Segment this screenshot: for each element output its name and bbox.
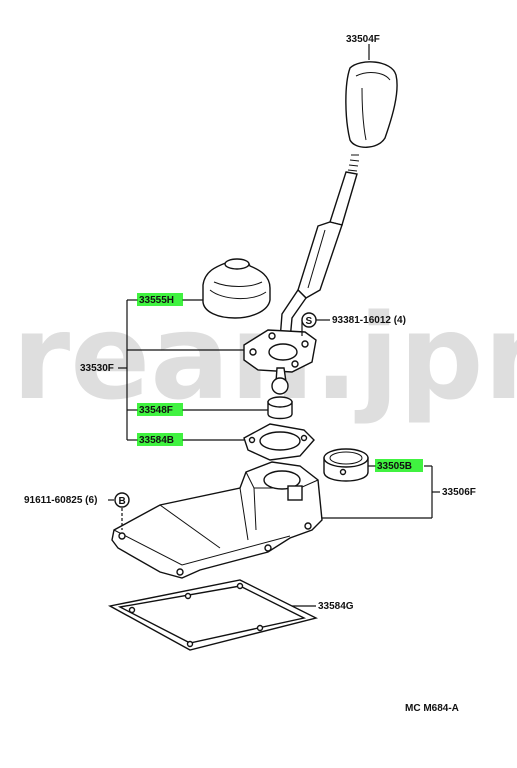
shift-knob [345,61,398,148]
leader-lines [108,299,440,607]
highlight-seat [137,403,183,416]
s-mark: S [306,316,313,327]
label-retainer: 33506F [442,487,476,498]
b-symbol: B [114,492,130,508]
highlight-gasket-upper [137,433,183,446]
shift-boot [202,258,271,319]
lower-gasket [107,579,318,651]
shift-lever [279,154,360,341]
label-knob: 33504F [346,34,380,45]
s-symbol: S [301,312,317,328]
bushing [323,448,369,482]
highlight-boot [137,293,183,306]
lever-ball [271,367,289,395]
upper-gasket [243,423,315,461]
label-bushing: 33505B [377,461,412,472]
label-gasket-upper: 33584B [139,435,174,446]
label-lever-assy: 33530F [80,363,114,374]
b-mark: B [119,496,126,507]
label-housing-bolt: 91611-60825 (6) [24,495,97,506]
shift-housing [111,461,323,579]
highlight-bushing [375,459,423,472]
label-seat: 33548F [139,405,173,416]
label-boot: 33555H [139,295,174,306]
label-gasket-lower: 33584G [318,601,354,612]
diagram-code: MC M684-A [405,703,459,714]
label-bolt: 93381-16012 (4) [332,315,406,326]
lever-retainer [243,329,317,373]
ball-seat [267,396,293,420]
